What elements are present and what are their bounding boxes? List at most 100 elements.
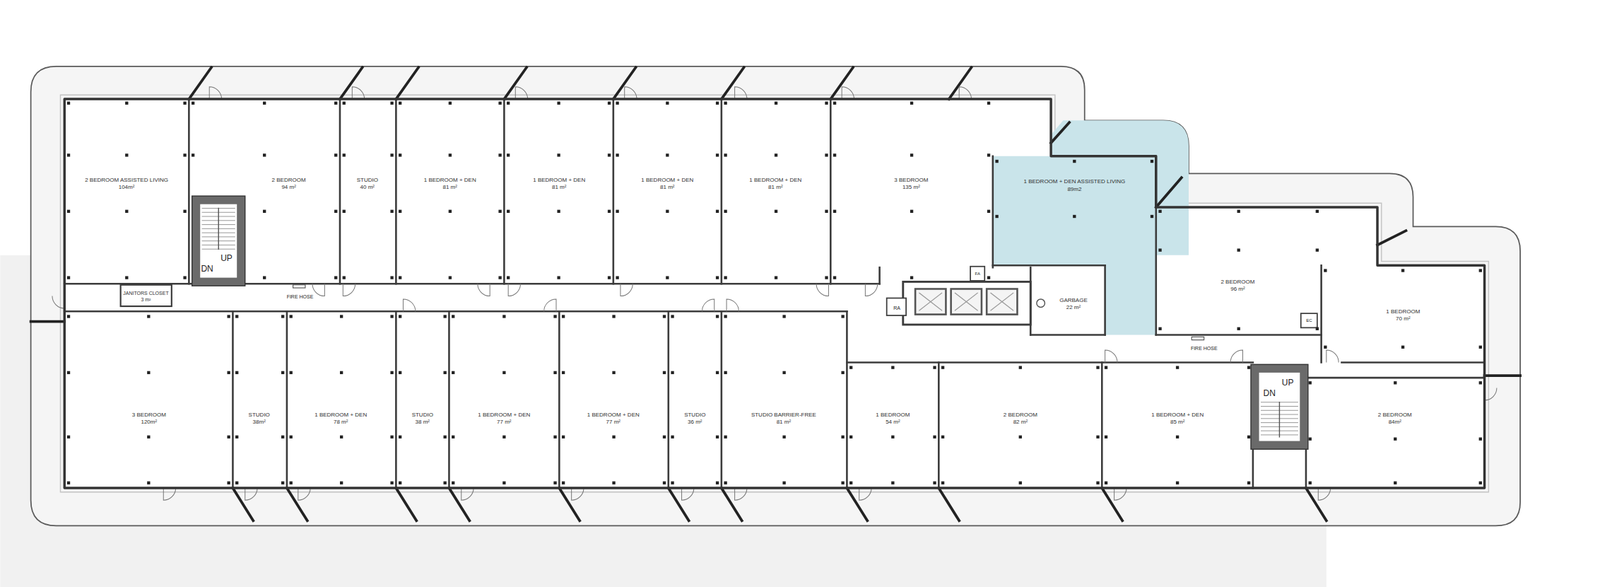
column-dot: [561, 371, 565, 374]
column-dot: [191, 153, 195, 157]
column-dot: [334, 153, 338, 157]
column-dot: [715, 371, 719, 374]
column-dot: [390, 153, 393, 157]
column-dot: [289, 435, 293, 439]
column-dot: [339, 481, 343, 485]
column-dot: [1247, 481, 1251, 485]
column-dot: [715, 209, 719, 213]
unit-room: 1 BEDROOM + DEN81 m²: [724, 175, 827, 193]
column-dot: [723, 314, 727, 318]
unit-room: 1 BEDROOM + DEN81 m²: [616, 175, 719, 193]
service-tag: RA: [893, 304, 901, 310]
column-dot: [1150, 214, 1154, 218]
room-area: 84m²: [1388, 418, 1402, 426]
stair-wall: [192, 195, 246, 286]
column-dot: [849, 365, 853, 369]
partition-wall: [720, 310, 723, 488]
column-dot: [824, 101, 828, 105]
balcony-divider: [1101, 487, 1123, 521]
column-dot: [1393, 481, 1397, 485]
column-dot: [662, 481, 666, 485]
column-dot: [833, 275, 837, 279]
column-dot: [1323, 268, 1327, 272]
column-dot: [715, 275, 719, 279]
column-dot: [125, 275, 128, 279]
balcony-divider: [286, 487, 308, 521]
column-dot: [183, 153, 186, 157]
door-swing: [163, 487, 176, 500]
door-swing: [209, 86, 222, 99]
door-swing: [245, 487, 258, 500]
column-dot: [556, 209, 560, 213]
balcony-divider: [395, 487, 417, 521]
column-dot: [1315, 209, 1319, 213]
partition-wall: [395, 98, 398, 284]
column-dot: [849, 481, 853, 485]
column-dot: [183, 209, 186, 213]
column-dot: [556, 101, 560, 105]
column-dot: [390, 101, 393, 105]
column-dot: [715, 314, 719, 318]
column-dot: [262, 275, 266, 279]
column-dot: [607, 209, 611, 213]
column-dot: [226, 314, 230, 318]
column-dot: [715, 435, 719, 439]
column-dot: [398, 101, 402, 105]
column-dot: [824, 275, 828, 279]
door-swing: [508, 283, 521, 296]
column-dot: [995, 159, 998, 163]
column-dot: [561, 435, 565, 439]
elevator-box: [986, 289, 1017, 315]
balcony-divider: [1377, 230, 1406, 245]
door-swing: [342, 283, 355, 296]
door-swing: [701, 298, 714, 311]
column-dot: [289, 481, 293, 485]
column-dot: [398, 371, 402, 374]
room-area: 81 m²: [551, 183, 567, 191]
column-dot: [1158, 209, 1162, 213]
door-swing: [1114, 487, 1127, 500]
column-dot: [941, 365, 945, 369]
column-dot: [612, 371, 615, 374]
room-name: 2 BEDROOM ASSISTED LIVING: [84, 176, 169, 184]
room-name: 1 BEDROOM + DEN: [749, 176, 802, 184]
door-swing: [1105, 349, 1118, 362]
partition-wall: [992, 156, 995, 268]
column-dot: [615, 153, 619, 157]
column-dot: [782, 371, 786, 374]
column-dot: [987, 153, 991, 157]
column-dot: [1323, 345, 1327, 349]
column-dot: [840, 435, 844, 439]
column-dot: [67, 435, 70, 439]
room-area: 81 m²: [443, 183, 458, 191]
unit-room: JANITORS CLOSET3 m²: [120, 289, 172, 304]
room-name: 2 BEDROOM: [1220, 278, 1255, 286]
column-dot: [67, 371, 70, 374]
column-dot: [339, 314, 343, 318]
partition-wall: [187, 98, 191, 284]
column-dot: [612, 314, 615, 318]
column-dot: [339, 435, 343, 439]
room-name: 2 BEDROOM: [272, 176, 307, 184]
unit-room: STUDIO38m²: [233, 410, 285, 427]
elevator-cross: [990, 292, 1014, 311]
partition-wall: [1341, 361, 1485, 364]
column-dot: [281, 481, 285, 485]
column-dot: [1247, 365, 1251, 369]
column-dot: [561, 314, 565, 318]
partition-wall: [286, 310, 289, 488]
column-dot: [398, 435, 402, 439]
balcony-divider: [339, 67, 363, 99]
column-dot: [398, 153, 402, 157]
balcony-divider: [1050, 122, 1070, 143]
column-dot: [891, 365, 894, 369]
column-dot: [987, 209, 991, 213]
column-dot: [498, 275, 502, 279]
column-dot: [561, 481, 565, 485]
partition-wall: [878, 267, 881, 284]
column-dot: [451, 371, 455, 374]
column-dot: [67, 275, 70, 279]
balcony-divider: [949, 67, 972, 99]
